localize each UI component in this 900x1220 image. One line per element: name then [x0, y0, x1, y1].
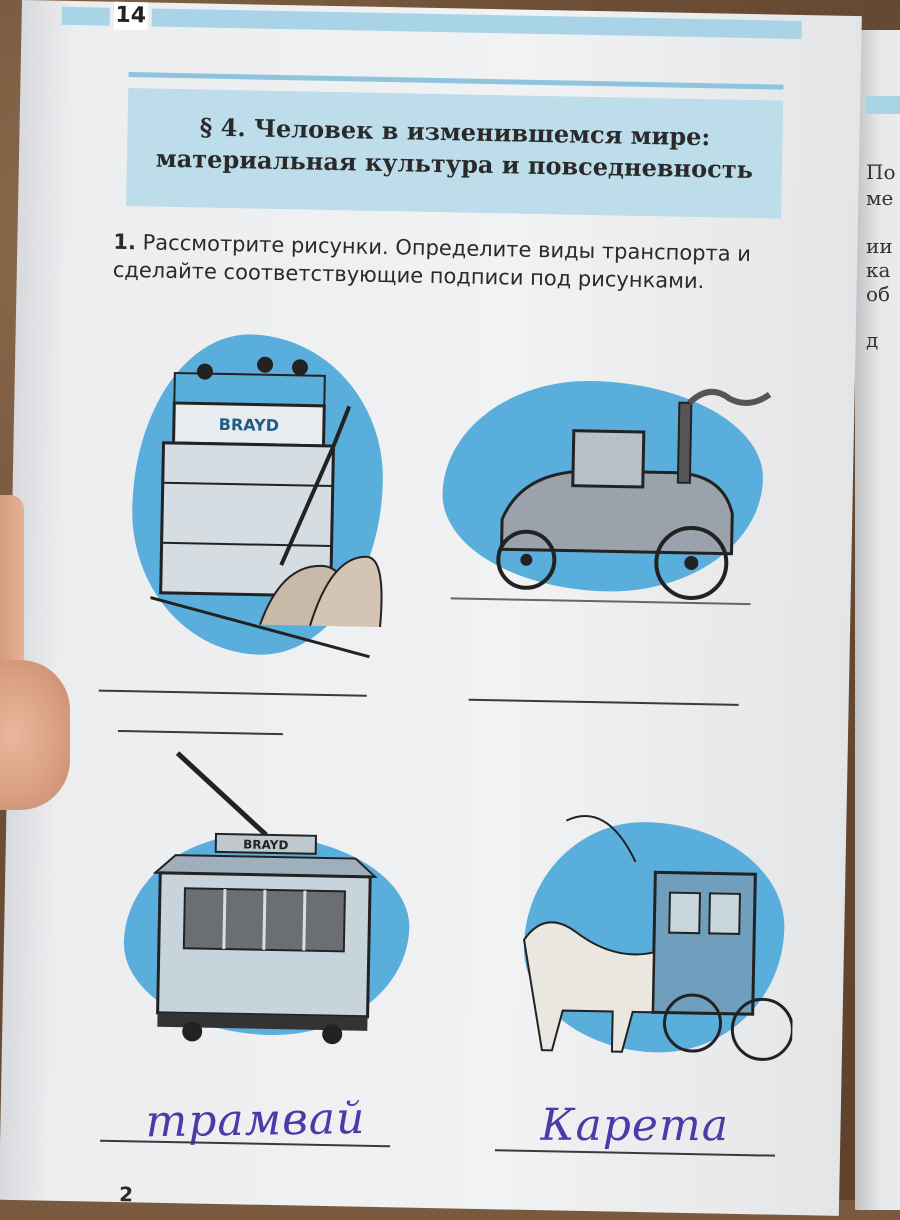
answer-line-2 — [468, 698, 739, 706]
page-number: 14 — [113, 1, 148, 31]
header-band-left — [61, 6, 110, 26]
right-page-fragment: По — [866, 160, 896, 184]
tram-sign: BRAYD — [243, 837, 288, 852]
right-page-fragment: ии — [866, 234, 893, 258]
right-page-fragment: об — [866, 282, 891, 306]
omnibus-sign: BRAYD — [219, 415, 280, 435]
thumb — [0, 660, 70, 810]
steam-carriage-illustration — [430, 368, 775, 634]
task-number: 1. — [113, 229, 137, 255]
omnibus-illustration: BRAYD — [109, 322, 395, 667]
workbook-page: 14 § 4. Человек в изменившемся мире: мат… — [0, 0, 862, 1216]
tram-illustration: BRAYD — [112, 742, 418, 1048]
right-page-fragment: ме — [866, 186, 894, 210]
carriage-illustration — [502, 799, 797, 1075]
header-band — [151, 8, 802, 39]
next-task-number: 2 — [118, 1182, 134, 1207]
right-page — [855, 30, 900, 1210]
section-title: § 4. Человек в изменившемся мире: матери… — [127, 110, 783, 187]
task-1: 1. Рассмотрите рисунки. Определите виды … — [113, 228, 794, 297]
answer-carriage[interactable]: Карета — [540, 1099, 730, 1152]
title-rule — [128, 72, 784, 90]
right-page-band — [865, 96, 900, 114]
answer-line-1 — [98, 689, 367, 697]
answer-tram[interactable]: трамвай — [145, 1092, 366, 1148]
right-page-fragment: ка — [866, 258, 891, 282]
right-page-fragment: д — [866, 328, 879, 352]
answer-line-1b — [117, 729, 283, 736]
